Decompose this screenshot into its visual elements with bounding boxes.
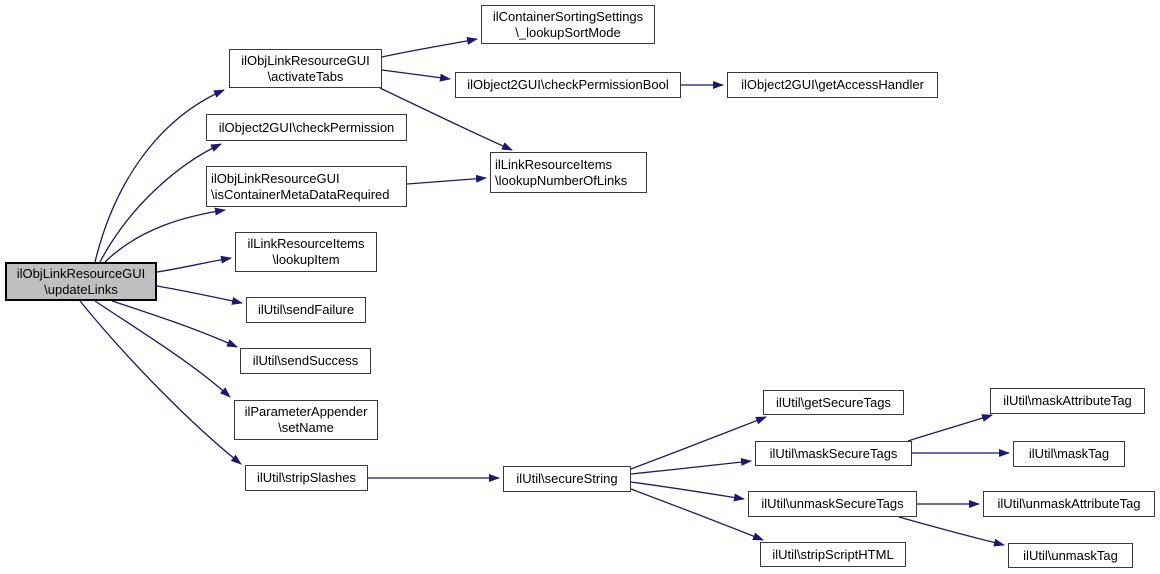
node-maskAttributeTag[interactable]: ilUtil\maskAttributeTag	[990, 388, 1145, 414]
edge-updateLinks-sendFailure	[156, 285, 243, 305]
node-sendFailure[interactable]: ilUtil\sendFailure	[246, 297, 366, 323]
edge-updateLinks-stripSlashes	[79, 300, 242, 465]
edge-unmaskSecureTags-unmaskTag	[898, 516, 1005, 547]
edge-activateTabs-lookupNumberOfLinks	[379, 87, 513, 151]
edge-secureString-unmaskSecureTags	[630, 481, 745, 502]
edge-updateLinks-activateTabs	[94, 89, 225, 263]
node-unmaskAttributeTag[interactable]: ilUtil\unmaskAttributeTag	[983, 491, 1155, 517]
node-sendSuccess[interactable]: ilUtil\sendSuccess	[240, 348, 371, 374]
node-checkPermission[interactable]: ilObject2GUI\checkPermission	[206, 114, 407, 141]
edge-updateLinks-lookupItem	[156, 255, 232, 273]
node-secureString[interactable]: ilUtil\secureString	[503, 466, 631, 492]
node-stripSlashes[interactable]: ilUtil\stripSlashes	[245, 465, 368, 491]
edge-updateLinks-sendSuccess	[111, 300, 238, 348]
edge-updateLinks-isContainerMetaDataRequired	[104, 207, 226, 263]
node-lookupItem[interactable]: ilLinkResourceItems \lookupItem	[235, 232, 377, 272]
edge-secureString-stripScriptHTML	[630, 488, 764, 541]
node-maskTag[interactable]: ilUtil\maskTag	[1013, 441, 1125, 467]
edge-secureString-maskSecureTags	[630, 458, 752, 475]
node-isContainerMetaDataRequired[interactable]: ilObjLinkResourceGUI \isContainerMetaDat…	[206, 166, 407, 207]
node-setName[interactable]: ilParameterAppender \setName	[234, 400, 378, 440]
node-maskSecureTags[interactable]: ilUtil\maskSecureTags	[755, 441, 912, 466]
edge-secureString-getSecureTags	[630, 416, 767, 470]
edge-maskSecureTags-maskAttributeTag	[907, 414, 993, 442]
node-updateLinks: ilObjLinkResourceGUI \updateLinks	[5, 262, 157, 301]
node-lookupNumberOfLinks[interactable]: ilLinkResourceItems \lookupNumberOfLinks	[490, 152, 647, 193]
edge-updateLinks-setName	[94, 300, 231, 398]
edge-activateTabs-lookupSortMode	[381, 36, 478, 58]
node-unmaskSecureTags[interactable]: ilUtil\unmaskSecureTags	[748, 491, 917, 517]
node-unmaskTag[interactable]: ilUtil\unmaskTag	[1008, 543, 1133, 568]
edge-isContainerMetaDataRequired-lookupNumberOfLinks	[406, 174, 487, 185]
node-stripScriptHTML[interactable]: ilUtil\stripScriptHTML	[760, 542, 906, 567]
node-lookupSortMode[interactable]: ilContainerSortingSettings \_lookupSortM…	[481, 5, 655, 44]
edge-activateTabs-checkPermissionBool	[381, 69, 451, 82]
node-activateTabs[interactable]: ilObjLinkResourceGUI \activateTabs	[229, 49, 382, 88]
node-checkPermissionBool[interactable]: ilObject2GUI\checkPermissionBool	[455, 72, 681, 98]
node-getSecureTags[interactable]: ilUtil\getSecureTags	[763, 390, 904, 415]
edge-updateLinks-checkPermission	[99, 143, 222, 263]
node-getAccessHandler[interactable]: ilObject2GUI\getAccessHandler	[727, 72, 938, 98]
